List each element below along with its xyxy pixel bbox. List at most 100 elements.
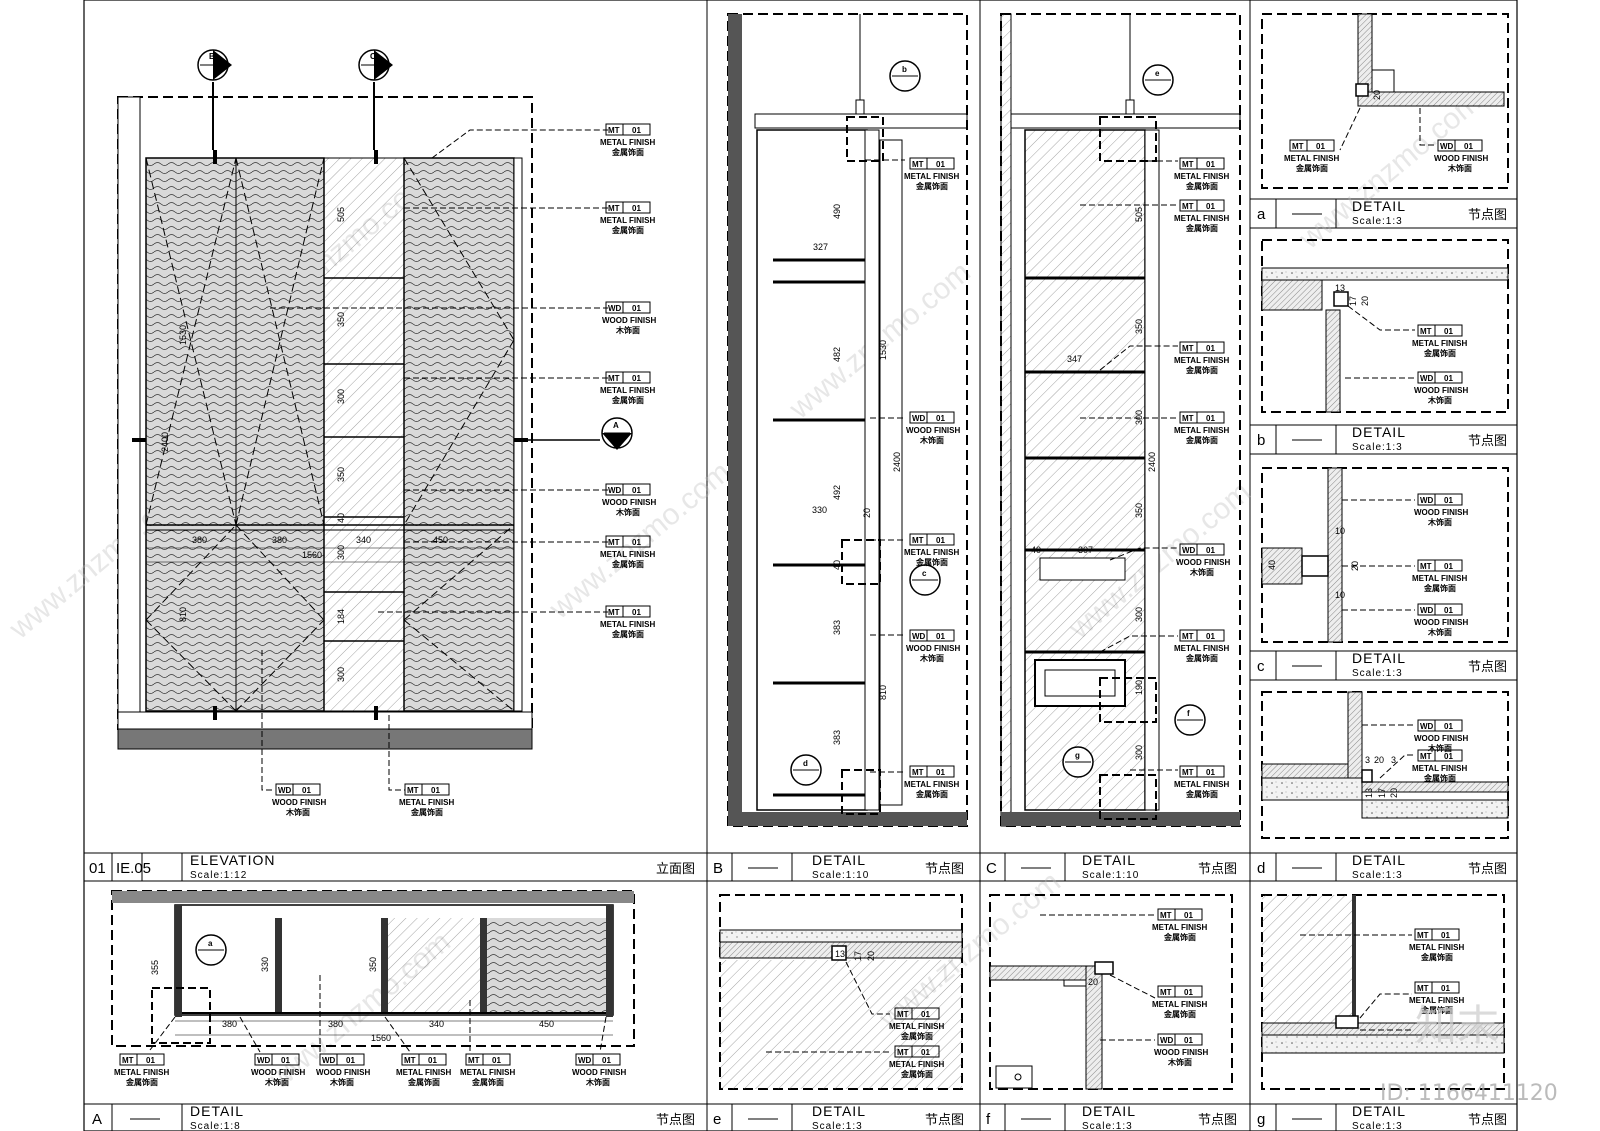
dim-label: 20 [1372, 90, 1382, 100]
detail-marker-e[interactable]: e [1142, 64, 1174, 96]
svg-text:METAL FINISH: METAL FINISH [1412, 764, 1467, 773]
svg-text:木饰面: 木饰面 [1167, 1057, 1192, 1067]
section-marker-C[interactable]: C [358, 49, 393, 150]
titlebar-f: f —— DETAIL Scale:1:3 节点图 [986, 1103, 1237, 1131]
panel-cn: 立面图 [656, 862, 695, 877]
dim-label: 300 [336, 667, 346, 682]
panel-scale: Scale:1:3 [1082, 1121, 1133, 1131]
svg-text:01: 01 [1444, 327, 1453, 336]
svg-text:METAL FINISH: METAL FINISH [889, 1022, 944, 1031]
detail-marker-g[interactable]: g [1062, 746, 1094, 778]
detail-marker-c[interactable]: c [909, 564, 941, 596]
svg-text:MT: MT [897, 1048, 909, 1057]
svg-text:01: 01 [1444, 562, 1453, 571]
svg-text:MT: MT [1417, 984, 1429, 993]
panel-detail-g [1261, 894, 1505, 1090]
svg-text:01: 01 [1206, 546, 1215, 555]
detail-marker-b[interactable]: b [889, 60, 921, 92]
detail-marker-a[interactable]: a [195, 934, 227, 966]
dim-label: 40 [832, 560, 842, 570]
svg-text:WOOD FINISH: WOOD FINISH [906, 644, 960, 653]
detail-marker-d[interactable]: d [790, 754, 822, 786]
svg-text:金属饰面: 金属饰面 [611, 395, 644, 405]
svg-text:MT: MT [1292, 142, 1304, 151]
panel-elevation: B C A 505 350 300 350 40 300 184 300 153… [117, 49, 633, 791]
panel-ref: —— [130, 1110, 160, 1127]
svg-text:METAL FINISH: METAL FINISH [1284, 154, 1339, 163]
svg-text:金属饰面: 金属饰面 [915, 181, 948, 191]
svg-text:01: 01 [1206, 768, 1215, 777]
svg-text:WD: WD [278, 786, 292, 795]
svg-text:金属饰面: 金属饰面 [611, 147, 644, 157]
detail-marker-f[interactable]: f [1174, 704, 1206, 736]
dim-label: 20 [1360, 296, 1370, 306]
svg-text:木饰面: 木饰面 [919, 435, 944, 445]
section-marker-B[interactable]: B [197, 49, 232, 150]
dim-label: 505 [336, 207, 346, 222]
dim-label: 1560 [371, 1033, 391, 1043]
svg-text:METAL FINISH: METAL FINISH [904, 172, 959, 181]
dim-label: 13 [835, 949, 845, 959]
svg-text:WOOD FINISH: WOOD FINISH [272, 798, 326, 807]
dim-label: 3 [1365, 755, 1370, 765]
svg-text:WOOD FINISH: WOOD FINISH [602, 316, 656, 325]
svg-text:金属饰面: 金属饰面 [410, 807, 443, 817]
svg-text:METAL FINISH: METAL FINISH [904, 548, 959, 557]
panel-code: g [1257, 1111, 1265, 1128]
svg-text:金属饰面: 金属饰面 [1420, 1005, 1453, 1015]
panel-cn: 节点图 [1468, 1113, 1507, 1128]
dim-label: 810 [178, 607, 188, 622]
dim-label: 355 [150, 960, 160, 975]
svg-text:01: 01 [1206, 202, 1215, 211]
panel-detail-e: 13 17 20 [719, 894, 963, 1090]
panel-cn: 节点图 [1468, 434, 1507, 449]
svg-text:01: 01 [1444, 752, 1453, 761]
panel-title: ELEVATION [190, 852, 276, 868]
svg-text:01: 01 [632, 608, 641, 617]
dim-label: 330 [812, 505, 827, 515]
svg-text:木饰面: 木饰面 [1427, 395, 1452, 405]
svg-text:金属饰面: 金属饰面 [1163, 1009, 1196, 1019]
svg-text:MT: MT [468, 1056, 480, 1065]
dim-label: 300 [1134, 410, 1144, 425]
section-marker-A[interactable]: A [514, 417, 633, 450]
panel-ref: —— [1292, 205, 1322, 222]
svg-text:金属饰面: 金属饰面 [1185, 653, 1218, 663]
svg-text:WD: WD [578, 1056, 592, 1065]
dim-label: 380 [192, 535, 207, 545]
panel-ref: IE.05 [116, 860, 151, 877]
svg-text:WOOD FINISH: WOOD FINISH [906, 426, 960, 435]
svg-text:MT: MT [608, 126, 620, 135]
svg-text:MT: MT [1182, 414, 1194, 423]
panel-title: DETAIL [1352, 1103, 1406, 1119]
panel-title: DETAIL [1352, 424, 1406, 440]
svg-text:WOOD FINISH: WOOD FINISH [1176, 558, 1230, 567]
svg-text:01: 01 [1444, 722, 1453, 731]
panel-scale: Scale:1:8 [190, 1121, 241, 1131]
svg-text:MT: MT [1182, 202, 1194, 211]
svg-text:METAL FINISH: METAL FINISH [1412, 574, 1467, 583]
svg-text:WD: WD [1420, 496, 1434, 505]
panel-title: DETAIL [1082, 1103, 1136, 1119]
svg-text:金属饰面: 金属饰面 [611, 629, 644, 639]
svg-text:METAL FINISH: METAL FINISH [600, 138, 655, 147]
svg-text:01: 01 [936, 536, 945, 545]
svg-text:01: 01 [1316, 142, 1325, 151]
svg-text:01: 01 [146, 1056, 155, 1065]
